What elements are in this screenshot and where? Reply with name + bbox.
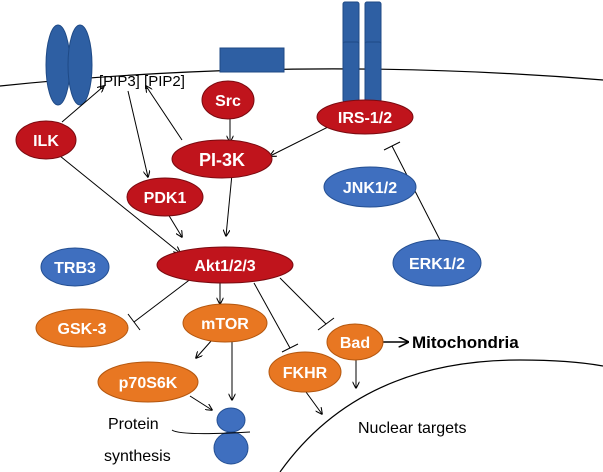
node-src: Src	[201, 80, 255, 120]
mitochondria-label: Mitochondria	[412, 333, 519, 352]
node-erk-label: ERK1/2	[409, 256, 465, 273]
node-jnk-label: JNK1/2	[343, 180, 397, 197]
edge-ilk-to-akt	[59, 155, 180, 253]
node-gsk3-label: GSK-3	[58, 321, 107, 338]
node-mtor: mTOR	[182, 303, 268, 343]
node-pi3k: PI-3K	[171, 139, 273, 179]
edge-fkhr-to-nucleus	[305, 391, 322, 414]
node-bad: Bad	[326, 323, 384, 361]
edge-p70s6k-to-protein	[189, 395, 212, 410]
node-pdk1-label: PDK1	[144, 190, 187, 207]
edge-akt-inhibit-gsk3-bar	[127, 313, 141, 331]
node-irs-label: IRS-1/2	[338, 110, 392, 127]
protein-label: Protein	[108, 416, 159, 433]
edge-akt-inhibit-bad-bar	[317, 317, 335, 331]
edge-irs-to-pi3k	[270, 125, 331, 156]
integrin-receptor-icon	[45, 24, 93, 106]
edge-akt-inhibits-fkhr	[253, 282, 291, 349]
node-erk: ERK1/2	[392, 239, 482, 287]
node-jnk: JNK1/2	[323, 166, 417, 208]
node-bad-label: Bad	[340, 335, 370, 352]
edge-erk-inhibit-bar	[383, 141, 401, 151]
ribosome-icon	[171, 407, 251, 465]
insulin-receptor-icon	[342, 1, 382, 103]
node-pi3k-label: PI-3K	[199, 150, 245, 170]
node-akt: Akt1/2/3	[156, 246, 294, 284]
synthesis-label: synthesis	[104, 448, 171, 465]
edge-erk-inhibits-irs	[391, 145, 441, 241]
membrane-receptor-icon	[219, 47, 285, 73]
edge-akt-inhibits-gsk3	[133, 277, 193, 323]
pip-label: [PIP3] [PIP2]	[99, 73, 185, 90]
node-ilk: ILK	[15, 120, 77, 160]
node-fkhr: FKHR	[268, 351, 342, 393]
node-gsk3: GSK-3	[35, 308, 129, 348]
edge-ilk-to-pip	[61, 86, 104, 123]
edge-mtor-to-p70s6k	[196, 339, 213, 358]
edge-pi3k-to-akt	[226, 173, 233, 236]
node-irs: IRS-1/2	[316, 99, 414, 135]
node-p70s6k: p70S6K	[97, 361, 199, 403]
node-trb3: TRB3	[40, 247, 110, 287]
node-trb3-label: TRB3	[54, 260, 96, 277]
node-p70s6k-label: p70S6K	[119, 375, 178, 392]
nuclear-targets-label: Nuclear targets	[358, 420, 467, 437]
node-ilk-label: ILK	[33, 133, 59, 150]
edge-pi3k-to-pip	[146, 86, 183, 141]
edges	[59, 86, 441, 414]
nuclear-envelope	[279, 359, 603, 472]
node-src-label: Src	[215, 93, 241, 110]
node-fkhr-label: FKHR	[283, 365, 328, 382]
node-akt-label: Akt1/2/3	[194, 258, 255, 275]
edge-akt-inhibit-fkhr-bar	[281, 343, 299, 353]
node-mtor-label: mTOR	[201, 316, 249, 333]
edge-pdk1-to-akt	[167, 213, 182, 237]
edge-pip-to-pdk1	[127, 90, 148, 177]
node-pdk1: PDK1	[126, 177, 204, 217]
edge-akt-inhibits-bad	[279, 277, 327, 325]
